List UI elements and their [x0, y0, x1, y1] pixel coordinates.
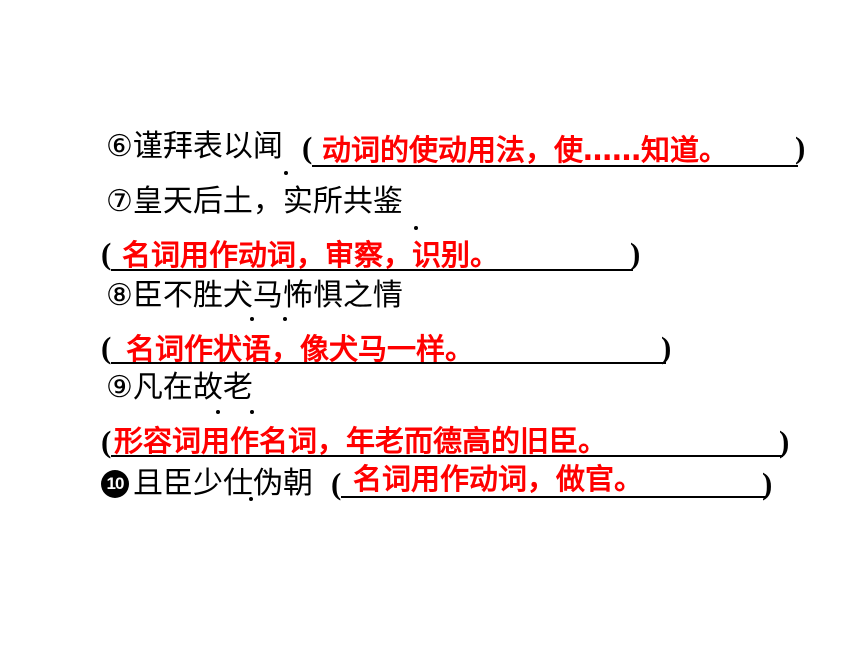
item-8-open-paren: (: [101, 330, 112, 365]
item-9-question-line: ⑨凡在故老: [106, 366, 253, 410]
item-10-question-line: 且臣少仕伪朝: [133, 462, 313, 506]
item-9-question: ⑨凡在故老: [106, 370, 253, 405]
item-7-answer: 名词用作动词，审察，识别。: [122, 238, 500, 272]
item-8-question: ⑧臣不胜犬马怖惧之情: [106, 278, 403, 313]
item-10-number-badge: 10: [101, 470, 129, 498]
item-10-question: 且臣少仕伪朝: [133, 466, 313, 501]
item-9-blank-line: [111, 455, 783, 457]
item-10-blank-line: [341, 496, 766, 498]
item-9-emphasis-dot-1: [216, 410, 220, 414]
item-10-open-paren: (: [331, 466, 342, 501]
item-7-open-paren: (: [101, 236, 112, 271]
item-7-question-line: ⑦皇天后土，实所共鉴: [106, 180, 403, 224]
item-7-emphasis-dot: [414, 226, 418, 230]
item-9-emphasis-dot-2: [250, 410, 254, 414]
item-6-question: ⑥谨拜表以闻: [106, 129, 283, 164]
item-8-blank-line: [111, 362, 666, 364]
item-6-close-paren: ): [795, 130, 806, 165]
item-10-close-paren: ): [762, 466, 773, 501]
item-8-close-paren: ): [661, 330, 672, 365]
item-8-emphasis-dot-2: [283, 317, 287, 321]
item-7-blank-line: [111, 269, 633, 271]
item-9-close-paren: ): [779, 424, 790, 459]
item-8-question-line: ⑧臣不胜犬马怖惧之情: [106, 274, 403, 318]
item-8-emphasis-dot-1: [250, 317, 254, 321]
item-6-answer: 动词的使动用法，使……知道。: [322, 133, 729, 167]
item-7-close-paren: ): [630, 236, 641, 271]
item-6-question-line: ⑥谨拜表以闻: [106, 125, 283, 169]
item-6-blank-line: [312, 165, 798, 167]
item-10-answer: 名词用作动词，做官。: [353, 462, 644, 496]
item-9-answer: 形容词用作名词，年老而德高的旧臣。: [114, 424, 608, 458]
item-7-question: ⑦皇天后土，实所共鉴: [106, 184, 403, 219]
item-6-emphasis-dot: [284, 171, 288, 175]
item-10-emphasis-dot: [249, 497, 253, 501]
item-8-answer: 名词作状语，像犬马一样。: [126, 332, 475, 366]
item-9-open-paren: (: [101, 424, 112, 459]
item-6-open-paren: (: [302, 130, 313, 165]
